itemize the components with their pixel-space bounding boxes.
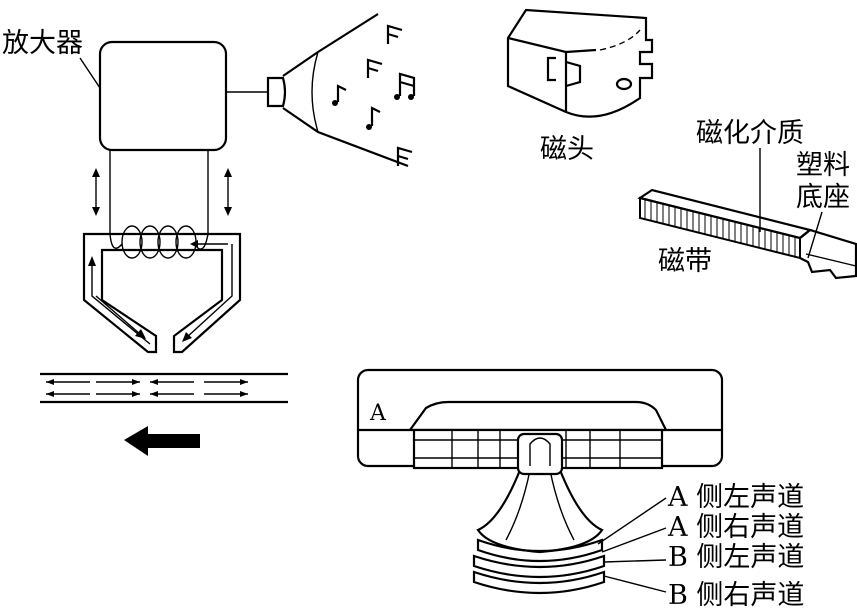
track-a-right-label: A 侧右声道 xyxy=(667,512,804,543)
recording-head-group: 放大器 xyxy=(2,13,416,456)
playback-head-stack xyxy=(472,432,606,595)
track-b-left-label: B 侧左声道 xyxy=(668,542,804,573)
magnetic-medium-label: 磁化介质 xyxy=(696,118,804,149)
tape-strip xyxy=(40,372,288,404)
track-a-left-label: A 侧左声道 xyxy=(667,482,804,513)
magnetic-tape-label: 磁带 xyxy=(658,246,712,277)
track-b-right-label: B 侧右声道 xyxy=(668,580,804,611)
plastic-base-label-2: 底座 xyxy=(796,182,850,213)
signal-double-arrow-left xyxy=(92,168,100,216)
music-notes-icon xyxy=(332,24,416,166)
amplifier-leader-line xyxy=(79,57,101,89)
plastic-base-label-1: 塑料 xyxy=(796,150,850,181)
magnetic-core xyxy=(82,232,242,354)
tape-cross-section: 磁化介质 塑料 底座 磁带 xyxy=(637,118,857,280)
signal-double-arrow-right xyxy=(224,168,232,216)
coil-winding xyxy=(109,225,209,259)
tape-motion-arrow-icon xyxy=(124,426,200,456)
track-labels: A 侧左声道 A 侧右声道 B 侧左声道 B 侧右声道 xyxy=(597,482,804,611)
cassette-side-label: A xyxy=(369,401,387,426)
magnetic-head-label: 磁头 xyxy=(540,134,594,165)
amplifier-box xyxy=(98,40,228,152)
amplifier-label: 放大器 xyxy=(2,28,83,59)
speaker-icon xyxy=(266,76,287,108)
magnetic-head-illustration: 磁头 xyxy=(506,8,654,165)
